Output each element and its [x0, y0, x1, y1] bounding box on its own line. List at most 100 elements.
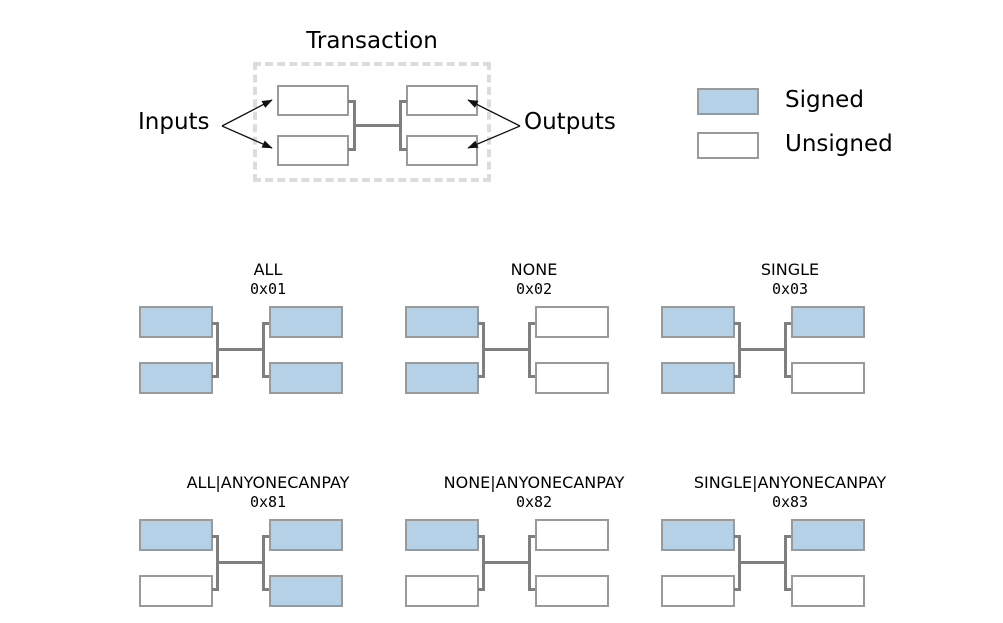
arrow-inputs-bottom — [221, 125, 273, 149]
variant-title: SINGLE — [760, 260, 820, 279]
connector-right-top — [263, 322, 269, 325]
output-box-2-unsigned — [791, 362, 865, 394]
transaction-title: Transaction — [306, 28, 438, 54]
connector-right-bar — [784, 322, 787, 378]
input-box-2-signed — [405, 362, 479, 394]
connector-left-bottom — [734, 375, 740, 378]
connector-left-bar — [738, 322, 741, 378]
connector-left-bottom — [212, 375, 218, 378]
connector-right-bottom — [529, 375, 535, 378]
input-box-2-signed — [661, 362, 735, 394]
outputs-label: Outputs — [524, 109, 616, 135]
output-box-1-unsigned — [535, 519, 609, 551]
arrow-outputs-bottom — [467, 125, 521, 149]
transaction-boundary — [253, 62, 491, 182]
variant-title: NONE|ANYONECANPAY — [443, 473, 625, 492]
variant-graph — [389, 304, 679, 410]
variant-code: 0x03 — [771, 280, 809, 298]
variant-title: ALL|ANYONECANPAY — [186, 473, 350, 492]
connector-right-bar — [784, 535, 787, 591]
connector-right-bottom — [785, 375, 791, 378]
connector-left-top — [478, 322, 484, 325]
connector-left-bottom — [478, 375, 484, 378]
output-box-1-unsigned — [535, 306, 609, 338]
input-box-2-unsigned — [139, 575, 213, 607]
inputs-label: Inputs — [138, 109, 210, 135]
legend-label-signed: Signed — [785, 87, 864, 113]
connector-left-bar — [738, 535, 741, 591]
input-box-2-signed — [139, 362, 213, 394]
connector-left-bottom — [348, 148, 354, 151]
variant-title: SINGLE|ANYONECANPAY — [693, 473, 887, 492]
legend-label-unsigned: Unsigned — [785, 131, 893, 157]
variant-graph — [123, 304, 413, 410]
legend: Signed Unsigned — [697, 84, 987, 172]
input-box-2-unsigned — [661, 575, 735, 607]
connector-right-bar — [528, 535, 531, 591]
connector-right-bar — [262, 535, 265, 591]
variant-code: 0x02 — [515, 280, 553, 298]
connector-right-top — [263, 535, 269, 538]
connector-right-bottom — [785, 588, 791, 591]
connector-left-bar — [216, 322, 219, 378]
legend-swatch-signed — [697, 88, 759, 115]
connector-right-bottom — [529, 588, 535, 591]
output-box-1-signed — [269, 306, 343, 338]
tx-input-box-2 — [277, 135, 349, 166]
connector-left-top — [212, 535, 218, 538]
variant-code: 0x82 — [515, 493, 553, 511]
connector-left-bottom — [478, 588, 484, 591]
transaction-arrows — [221, 99, 521, 149]
variant-graph — [645, 517, 935, 623]
input-box-1-signed — [661, 306, 735, 338]
connector-crossbar — [218, 561, 264, 564]
connector-crossbar — [355, 124, 401, 127]
connector-left-top — [734, 535, 740, 538]
variant-title: ALL — [253, 260, 283, 279]
connector-crossbar — [740, 348, 786, 351]
input-box-1-signed — [139, 306, 213, 338]
variant-graph — [389, 517, 679, 623]
connector-crossbar — [484, 348, 530, 351]
variant-code: 0x83 — [771, 493, 809, 511]
connector-left-top — [478, 535, 484, 538]
transaction-nodes — [0, 0, 660, 200]
connector-right-bar — [262, 322, 265, 378]
output-box-2-unsigned — [535, 575, 609, 607]
connector-crossbar — [740, 561, 786, 564]
connector-left-bottom — [212, 588, 218, 591]
connector-crossbar — [484, 561, 530, 564]
output-box-1-signed — [791, 306, 865, 338]
output-box-2-unsigned — [535, 362, 609, 394]
input-box-1-signed — [405, 519, 479, 551]
variant-code: 0x81 — [249, 493, 287, 511]
arrow-outputs-top — [467, 99, 521, 127]
connector-right-top — [401, 100, 407, 103]
tx-input-box-1 — [277, 85, 349, 116]
connector-left-top — [734, 322, 740, 325]
legend-swatch-unsigned — [697, 132, 759, 159]
connector-crossbar — [218, 348, 264, 351]
connector-right-top — [529, 535, 535, 538]
connector-left-bottom — [734, 588, 740, 591]
legend-item-unsigned: Unsigned — [697, 128, 987, 172]
output-box-2-unsigned — [791, 575, 865, 607]
connector-right-bottom — [401, 148, 407, 151]
legend-item-signed: Signed — [697, 84, 987, 128]
output-box-2-signed — [269, 575, 343, 607]
tx-output-box-2 — [406, 135, 478, 166]
variant-title: NONE — [510, 260, 558, 279]
input-box-1-signed — [405, 306, 479, 338]
variant-graph — [645, 304, 935, 410]
connector-right-top — [529, 322, 535, 325]
output-box-1-signed — [269, 519, 343, 551]
connector-right-bottom — [263, 588, 269, 591]
variant-graph — [123, 517, 413, 623]
input-box-1-signed — [661, 519, 735, 551]
connector-left-top — [348, 100, 354, 103]
